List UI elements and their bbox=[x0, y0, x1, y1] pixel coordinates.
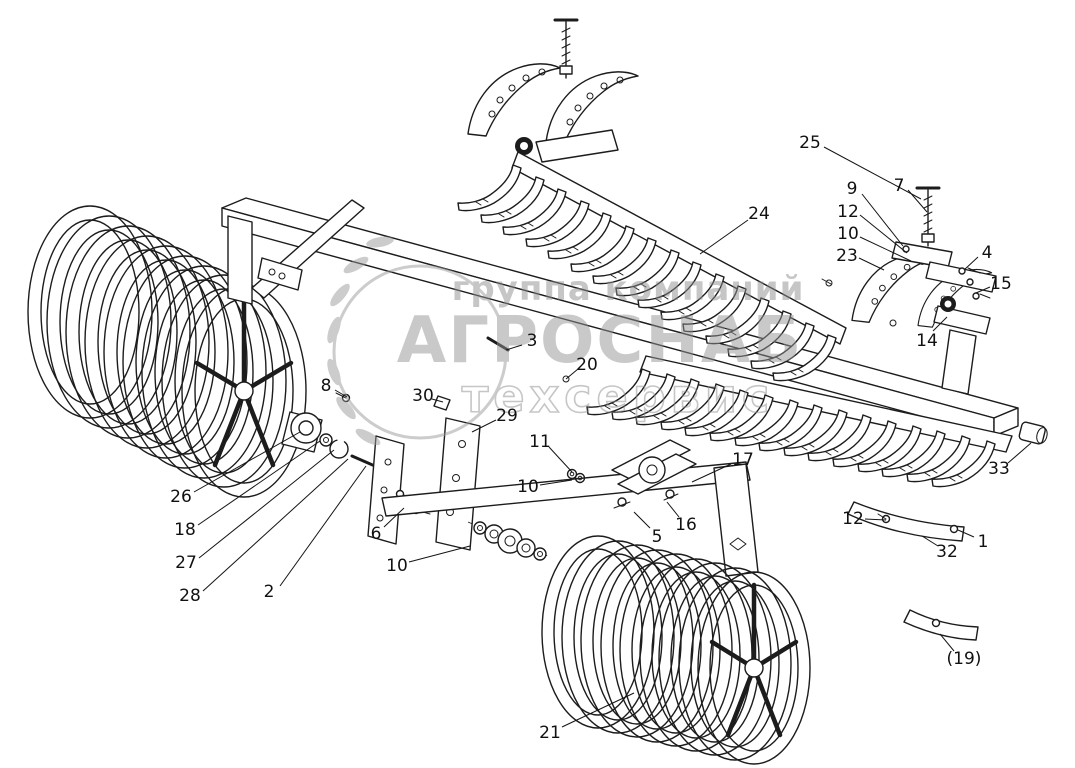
part-label-7-15: 15 bbox=[990, 274, 1012, 294]
part-label-26-27: 27 bbox=[175, 553, 197, 573]
leader-line-18-16 bbox=[666, 501, 680, 518]
leader-line-9-14 bbox=[932, 316, 948, 332]
threaded-rod-right bbox=[915, 186, 941, 248]
leader-line-25-18 bbox=[197, 440, 321, 526]
leader-line-28-2 bbox=[279, 465, 367, 587]
part-label-10-3: 3 bbox=[527, 331, 538, 351]
part-label-28-2: 2 bbox=[264, 582, 275, 602]
watermark-brand: АГРОСНАБ bbox=[397, 304, 803, 378]
part-label-25-18: 18 bbox=[174, 520, 196, 540]
part-label-2-9: 9 bbox=[847, 179, 858, 199]
leader-line-29-6 bbox=[383, 507, 405, 528]
lower-carrier-beam bbox=[381, 439, 759, 577]
beam-hole bbox=[562, 375, 570, 383]
upper-tine-bar bbox=[457, 151, 847, 382]
leader-line-26-27 bbox=[198, 449, 335, 559]
leader-line-32-(19) bbox=[939, 633, 955, 652]
part-label-22-32: 32 bbox=[936, 542, 958, 562]
leader-line-17-5 bbox=[633, 511, 651, 529]
mount-plate-right bbox=[435, 417, 481, 551]
right-depth-adjuster bbox=[851, 186, 997, 395]
leader-line-30-10 bbox=[408, 545, 471, 563]
part-label-13-30: 30 bbox=[412, 386, 434, 406]
washer bbox=[319, 433, 333, 447]
leader-line-10-3 bbox=[505, 344, 523, 351]
leader-line-16-10 bbox=[539, 479, 573, 486]
spare-scraper-blade bbox=[903, 609, 979, 641]
part-label-23-1: 1 bbox=[978, 532, 989, 552]
left-roller-spokes bbox=[194, 296, 294, 468]
part-label-3-12: 12 bbox=[837, 202, 859, 222]
link-roller bbox=[638, 456, 666, 484]
watermark: группа компаний АГРОСНАБ техсервис bbox=[327, 236, 805, 446]
upper-depth-adjuster bbox=[467, 18, 639, 163]
rear-roller-spokes bbox=[709, 582, 799, 738]
leader-line-8-24 bbox=[699, 219, 749, 255]
leader-line-13-30 bbox=[431, 398, 444, 403]
leader-line-15-11 bbox=[548, 446, 573, 473]
part-label-30-10: 10 bbox=[386, 556, 408, 576]
leader-line-31-21 bbox=[561, 692, 635, 728]
leader-line-24-26 bbox=[193, 431, 301, 493]
part-label-19-17: 17 bbox=[732, 450, 754, 470]
end-cap bbox=[1018, 421, 1048, 445]
adjuster-plate bbox=[933, 305, 991, 335]
part-label-6-4: 4 bbox=[982, 243, 993, 263]
nut bbox=[433, 395, 451, 411]
leader-line-12-8 bbox=[334, 389, 348, 398]
part-label-17-5: 5 bbox=[652, 527, 663, 547]
bearing bbox=[290, 412, 322, 444]
leader-line-6-4 bbox=[963, 256, 979, 271]
leader-line-27-28 bbox=[202, 458, 349, 592]
part-label-15-11: 11 bbox=[529, 432, 551, 452]
part-label-31-21: 21 bbox=[539, 723, 561, 743]
leader-line-7-15 bbox=[975, 286, 991, 294]
scraper-blade bbox=[847, 501, 965, 542]
leader-line-5-23 bbox=[858, 257, 885, 271]
part-label-20-33: 33 bbox=[988, 459, 1010, 479]
left-packer-roller bbox=[27, 205, 307, 498]
part-label-5-23: 23 bbox=[836, 246, 858, 266]
part-label-9-14: 14 bbox=[916, 331, 938, 351]
part-label-18-16: 16 bbox=[675, 515, 697, 535]
part-label-1-7: 7 bbox=[894, 176, 905, 196]
washer bbox=[566, 468, 578, 480]
machine bbox=[27, 18, 1048, 765]
part-label-12-8: 8 bbox=[321, 376, 332, 396]
leader-line-2-9 bbox=[861, 193, 904, 247]
part-label-29-6: 6 bbox=[371, 524, 382, 544]
part-label-0-25: 25 bbox=[799, 133, 821, 153]
threaded-rod-top bbox=[553, 18, 579, 80]
part-label-11-20: 20 bbox=[576, 355, 598, 375]
leader-line-11-20 bbox=[565, 368, 579, 380]
part-label-4-10: 10 bbox=[837, 224, 859, 244]
lower-tine-bar bbox=[586, 355, 1013, 488]
leader-line-3-12 bbox=[859, 214, 908, 254]
part-label-14-29: 29 bbox=[496, 406, 518, 426]
snap-ring bbox=[329, 439, 349, 459]
leader-line-21-12 bbox=[864, 518, 887, 521]
part-label-32-(19): (19) bbox=[947, 649, 982, 669]
watermark-company-group: группа компаний bbox=[452, 269, 805, 309]
leader-line-23-1 bbox=[957, 529, 975, 538]
part-label-8-24: 24 bbox=[748, 204, 770, 224]
part-label-24-26: 26 bbox=[170, 487, 192, 507]
part-label-16-10: 10 bbox=[517, 477, 539, 497]
part-label-27-28: 28 bbox=[179, 586, 201, 606]
watermark-techservice: техсервис bbox=[462, 369, 775, 423]
rear-packer-roller bbox=[541, 535, 811, 765]
wreath-logo bbox=[327, 236, 508, 446]
leader-line-1-7 bbox=[907, 189, 928, 213]
rear-support-plate bbox=[713, 463, 759, 577]
leader-line-0-25 bbox=[823, 146, 922, 200]
part-label-21-12: 12 bbox=[842, 509, 864, 529]
leader-line-14-29 bbox=[471, 419, 497, 433]
leader-line-4-10 bbox=[859, 236, 912, 262]
leader-line-20-33 bbox=[1007, 442, 1032, 464]
leader-line-22-32 bbox=[921, 535, 939, 547]
leader-line-19-17 bbox=[691, 463, 732, 483]
